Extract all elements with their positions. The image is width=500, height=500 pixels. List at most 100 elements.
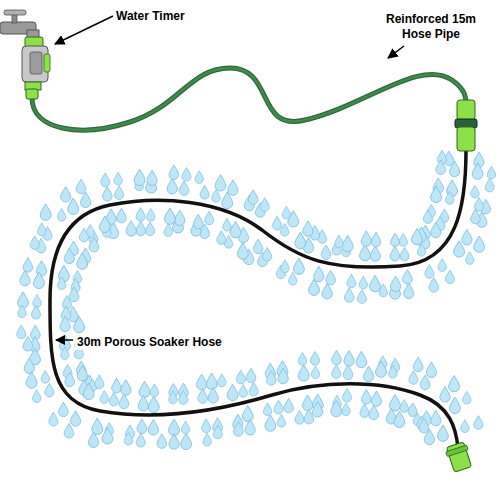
- water-drop: [360, 244, 371, 260]
- water-drop: [83, 383, 94, 399]
- leader-arrow: [55, 16, 113, 44]
- water-drop: [426, 362, 436, 377]
- water-drop: [169, 165, 179, 180]
- hose-pipe: [32, 68, 466, 130]
- water-drop: [136, 208, 145, 222]
- water-drop: [33, 295, 42, 308]
- water-drop: [288, 272, 297, 285]
- water-drop: [282, 206, 291, 219]
- water-drop: [361, 231, 371, 246]
- water-drop: [370, 246, 380, 261]
- water-drop: [81, 192, 91, 207]
- water-drop: [298, 353, 307, 366]
- water-drop: [196, 374, 206, 389]
- water-drop: [321, 245, 331, 260]
- callout-label: Reinforced 15m Hose Pipe: [372, 12, 490, 42]
- water-drop: [33, 390, 42, 403]
- water-drop: [376, 361, 387, 377]
- water-drop: [57, 208, 66, 221]
- water-drop: [64, 248, 74, 263]
- water-drop: [41, 370, 50, 383]
- water-drop: [117, 208, 127, 223]
- water-drop: [400, 400, 409, 413]
- water-drop: [181, 433, 192, 449]
- water-drop: [359, 276, 368, 289]
- water-drop: [179, 391, 188, 405]
- water-drop: [139, 381, 150, 397]
- water-drop: [121, 380, 131, 395]
- water-drop: [69, 287, 79, 302]
- water-drop: [390, 276, 400, 291]
- water-drop: [18, 292, 29, 308]
- water-drop: [202, 419, 211, 433]
- water-drop: [234, 422, 244, 437]
- water-drop: [400, 247, 409, 261]
- water-drop: [356, 351, 367, 367]
- water-drop: [454, 241, 465, 257]
- water-drop: [463, 391, 472, 404]
- water-drop: [413, 357, 423, 372]
- water-drop: [419, 418, 429, 433]
- water-drop: [31, 305, 40, 319]
- water-drop: [423, 210, 432, 224]
- water-drop: [394, 411, 405, 427]
- callout-label: 30m Porous Soaker Hose: [75, 335, 224, 350]
- soaker-hose: [50, 150, 466, 448]
- water-drop: [136, 221, 146, 236]
- water-drop: [169, 434, 179, 449]
- water-drop: [471, 209, 481, 224]
- water-drop: [95, 375, 104, 389]
- water-drop: [284, 398, 294, 413]
- water-drop: [253, 239, 263, 254]
- water-drop: [101, 173, 110, 187]
- water-drop: [277, 414, 286, 427]
- water-drop: [332, 350, 342, 365]
- water-drop: [206, 373, 217, 389]
- hose-connector: [455, 100, 477, 151]
- water-drop: [245, 420, 255, 435]
- water-drop: [465, 252, 474, 265]
- water-drop: [417, 244, 426, 257]
- water-drop: [164, 208, 175, 224]
- water-drop: [37, 223, 46, 236]
- water-drop: [150, 384, 159, 397]
- water-drop: [100, 391, 109, 404]
- label-holder: Water Timer: [114, 6, 187, 24]
- water-drop: [65, 372, 75, 387]
- water-drop: [148, 420, 158, 435]
- water-drop: [236, 370, 245, 384]
- water-drop: [205, 211, 214, 225]
- water-drop: [363, 366, 373, 381]
- water-drop: [431, 186, 442, 202]
- water-drop: [370, 275, 381, 291]
- water-drop: [485, 178, 494, 192]
- water-drop: [175, 210, 185, 225]
- water-drop: [311, 366, 320, 379]
- label-holder: 30m Porous Soaker Hose: [75, 332, 224, 350]
- water-drop: [436, 160, 446, 175]
- water-drop: [371, 232, 381, 247]
- water-drop: [182, 168, 191, 182]
- water-drop: [360, 404, 369, 418]
- water-drop: [461, 420, 470, 433]
- water-drop: [425, 265, 434, 279]
- water-drop: [303, 221, 313, 236]
- water-droplets: [17, 150, 496, 449]
- water-drop: [273, 216, 282, 230]
- water-drop: [230, 221, 241, 237]
- water-drop: [212, 190, 221, 203]
- water-drop: [449, 375, 460, 391]
- water-drop: [412, 229, 423, 245]
- water-drop: [409, 371, 418, 385]
- water-drop: [137, 419, 147, 434]
- water-drop: [60, 316, 70, 331]
- water-drop: [431, 410, 441, 425]
- water-drop: [88, 432, 98, 447]
- water-drop: [344, 351, 354, 366]
- water-drop: [74, 316, 85, 332]
- water-drop: [203, 433, 212, 446]
- water-drop: [237, 243, 248, 259]
- label-holder: Reinforced 15m Hose Pipe: [372, 12, 490, 42]
